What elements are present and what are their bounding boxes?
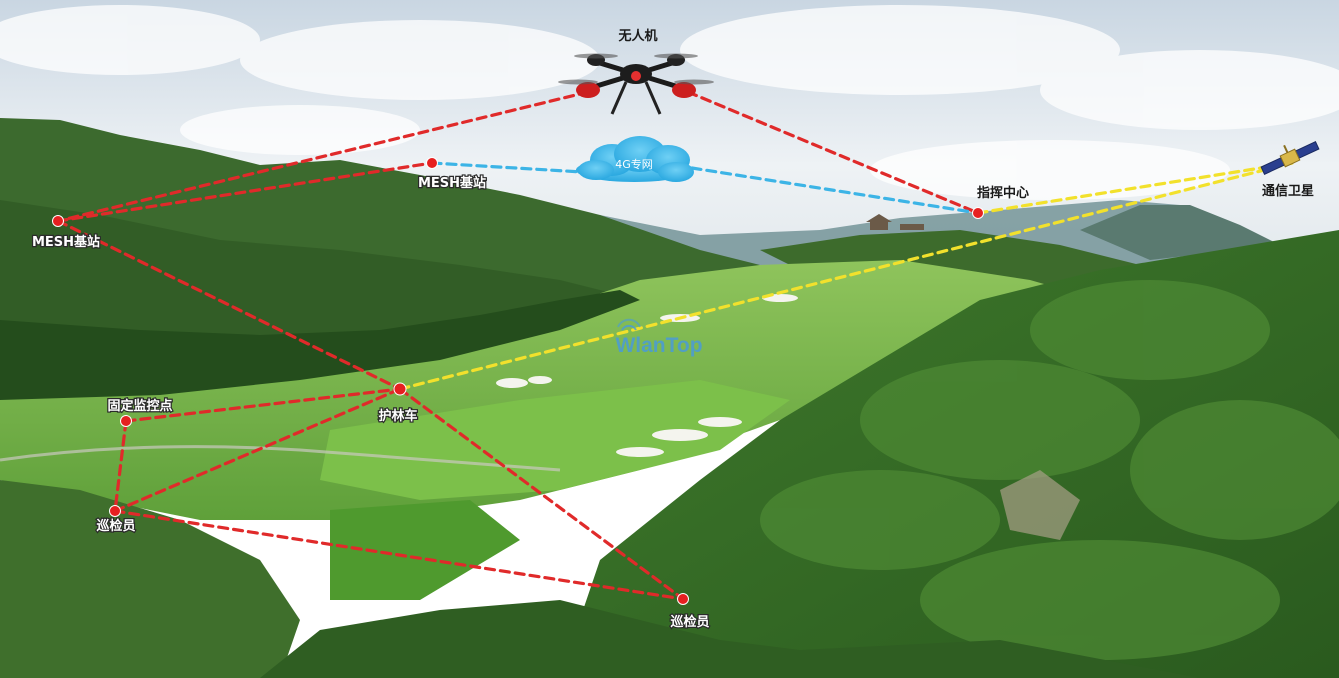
link-fixed-vehicle (124, 387, 402, 423)
valley-trees (0, 290, 640, 400)
link-vehicle-inspector-right (398, 387, 685, 601)
mesh-center-label: MESH基站 (418, 175, 486, 191)
left-foreground-trees (0, 480, 300, 678)
right-mountain (1080, 205, 1280, 260)
golf-fairway (320, 380, 790, 500)
node-vehicle-dot (393, 382, 407, 396)
link-inspector-inspector (113, 509, 685, 601)
link-command-satellite (976, 161, 1294, 215)
link-mesh-center-4g (430, 161, 584, 174)
drone-icon (558, 53, 714, 115)
node-inspector-left-dot (109, 505, 121, 517)
rock-patch (1000, 470, 1080, 540)
node-fixed-dot (120, 415, 132, 427)
cloud-4g-label: 4G专网 (615, 157, 653, 171)
command-center-building (866, 214, 924, 230)
link-mesh-left-mesh-center (56, 161, 434, 223)
wlantop-watermark: WlanTop (615, 318, 703, 357)
fixed-monitor-label: 固定监控点 (107, 398, 172, 414)
node-command-dot (972, 207, 984, 219)
golf-fairway-lower (330, 500, 520, 600)
cloud-4g-icon (576, 136, 694, 182)
link-inspector-vehicle (113, 387, 402, 513)
satellite-icon (1260, 141, 1320, 175)
link-vehicle-satellite (398, 161, 1294, 391)
right-hill-foliage (760, 280, 1339, 660)
node-mesh-center-dot (426, 157, 438, 169)
inspector-right-label: 巡检员 (670, 614, 709, 630)
watermark-text: WlanTop (615, 334, 702, 357)
links (56, 90, 1294, 601)
drone-label: 无人机 (617, 28, 657, 44)
link-drone-mesh-left (56, 90, 590, 223)
command-center-label: 指挥中心 (977, 185, 1029, 201)
link-4g-command (690, 166, 980, 215)
link-fixed-inspector (113, 419, 128, 513)
node-dots (52, 157, 984, 605)
link-mesh-left-vehicle (56, 219, 402, 391)
road (0, 445, 561, 472)
link-drone-command (686, 90, 980, 215)
patrol-vehicle-label: 护林车 (378, 408, 417, 424)
node-mesh-left-dot (52, 215, 64, 227)
inspector-left-label: 巡检员 (96, 518, 135, 534)
mesh-left-label: MESH基站 (32, 234, 100, 250)
valley-grass (0, 260, 1100, 520)
bottom-foreground (260, 600, 1200, 678)
satellite-label: 通信卫星 (1262, 183, 1314, 199)
node-inspector-right-dot (677, 593, 689, 605)
sky-clouds (0, 5, 1339, 200)
